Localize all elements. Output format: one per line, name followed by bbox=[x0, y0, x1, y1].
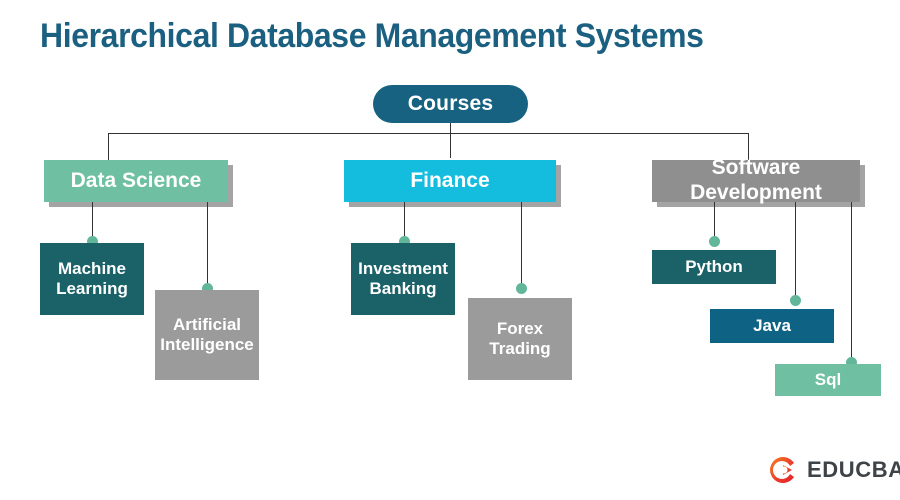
node-java[interactable]: Java bbox=[710, 309, 834, 343]
node-software-development-label: Software Development bbox=[690, 156, 822, 204]
dot-investment-banking bbox=[399, 236, 410, 247]
dot-artificial-intelligence bbox=[202, 283, 213, 294]
connector-level2-bus bbox=[108, 133, 749, 134]
node-data-science[interactable]: Data Science bbox=[44, 160, 228, 202]
dot-forex-trading bbox=[516, 283, 527, 294]
node-courses[interactable]: Courses bbox=[373, 85, 528, 123]
node-forex-trading[interactable]: Forex Trading bbox=[468, 298, 572, 380]
node-sql-label: Sql bbox=[814, 369, 842, 389]
node-machine-learning-label-line2: Learning bbox=[56, 279, 128, 298]
node-finance[interactable]: Finance bbox=[344, 160, 556, 202]
node-investment-banking-label-line1: Investment bbox=[358, 258, 448, 278]
node-python[interactable]: Python bbox=[652, 250, 776, 284]
node-software-development[interactable]: Software Development bbox=[652, 156, 860, 204]
educba-logo-text: EDUCBA bbox=[807, 457, 900, 482]
node-investment-banking-label-line2: Banking bbox=[369, 279, 437, 298]
educba-logo: EDUCBA bbox=[768, 450, 900, 490]
dot-sql bbox=[846, 357, 857, 368]
page-title: Hierarchical Database Management Systems bbox=[40, 17, 704, 55]
connector-software-development-to-sql bbox=[851, 202, 852, 362]
connector-software-development-to-java bbox=[795, 202, 796, 299]
node-investment-banking[interactable]: Investment Banking bbox=[351, 243, 455, 315]
node-sql[interactable]: Sql bbox=[775, 364, 881, 396]
node-data-science-label: Data Science bbox=[70, 168, 202, 192]
connector-bus-to-data-science bbox=[108, 133, 109, 160]
connector-finance-to-forex-trading bbox=[521, 202, 522, 287]
node-artificial-intelligence-label-line2: Intelligence bbox=[160, 335, 254, 354]
node-courses-label: Courses bbox=[407, 91, 494, 115]
dot-python bbox=[709, 236, 720, 247]
connector-data-science-to-machine-learning bbox=[92, 202, 93, 241]
dot-machine-learning bbox=[87, 236, 98, 247]
connector-software-development-to-python bbox=[714, 202, 715, 241]
node-artificial-intelligence-label-line1: Artificial bbox=[172, 314, 242, 334]
node-machine-learning[interactable]: Machine Learning bbox=[40, 243, 144, 315]
node-forex-trading-label-line2: Trading bbox=[489, 339, 551, 358]
connector-bus-to-software-development bbox=[748, 133, 749, 160]
node-artificial-intelligence[interactable]: Artificial Intelligence bbox=[155, 290, 259, 380]
node-python-label: Python bbox=[685, 256, 743, 276]
educba-logo-mark-icon bbox=[770, 457, 794, 483]
node-finance-label: Finance bbox=[410, 168, 490, 192]
connector-finance-to-investment-banking bbox=[404, 202, 405, 241]
dot-java bbox=[790, 295, 801, 306]
node-java-label: Java bbox=[753, 315, 791, 335]
connector-data-science-to-artificial-intelligence bbox=[207, 202, 208, 287]
connector-root-stem bbox=[450, 123, 451, 158]
node-machine-learning-label-line1: Machine bbox=[57, 258, 127, 278]
node-forex-trading-label-line1: Forex bbox=[496, 318, 544, 338]
